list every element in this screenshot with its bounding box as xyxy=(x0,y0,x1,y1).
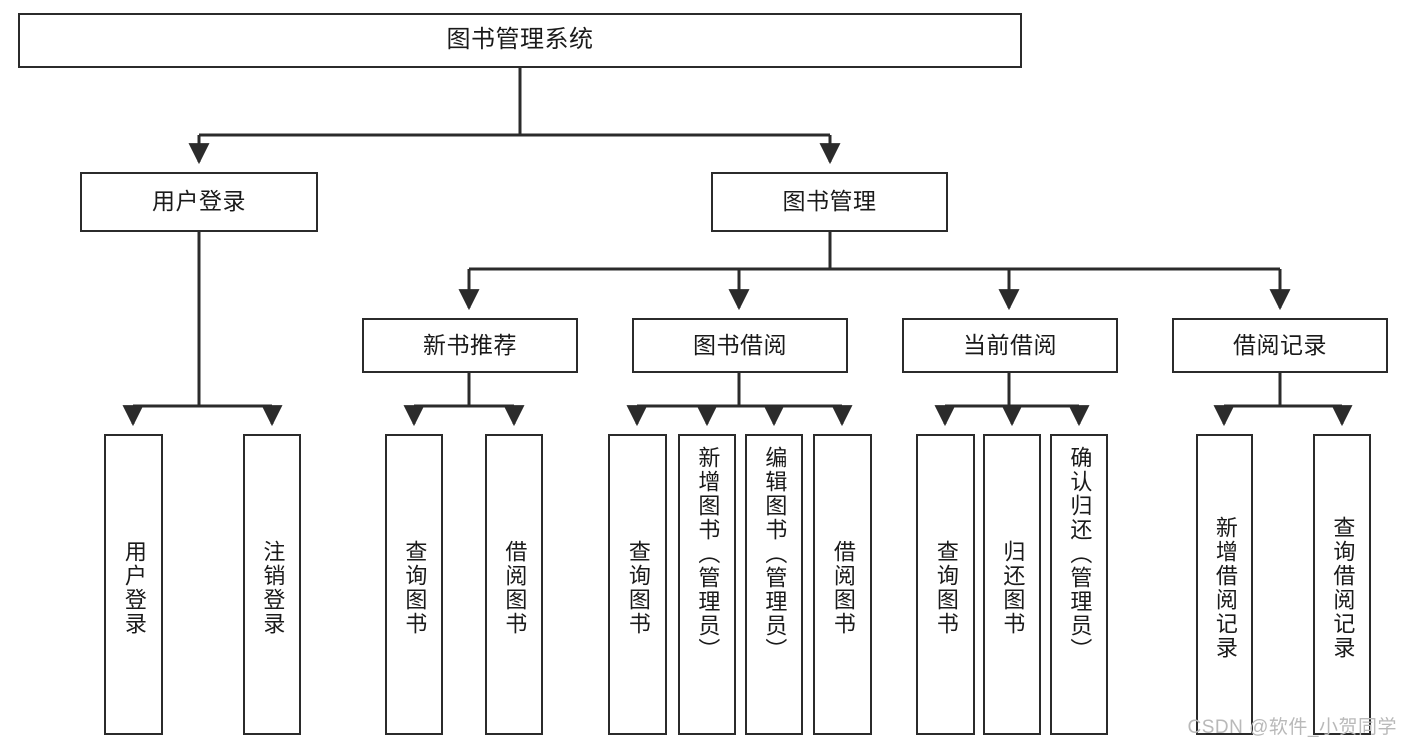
leaf-borrow-book-label: 借阅图书 xyxy=(830,539,856,636)
leaf-query-book-borrow[interactable]: 查询图书 xyxy=(608,434,667,735)
node-root[interactable]: 图书管理系统 xyxy=(18,13,1022,68)
leaf-query-book-current-label: 查询图书 xyxy=(933,539,959,636)
leaf-return-book-label: 归还图书 xyxy=(1000,539,1026,636)
node-current-borrow-label: 当前借阅 xyxy=(963,331,1057,358)
leaf-borrow-book-rec-label: 借阅图书 xyxy=(502,539,528,636)
leaf-user-login-label: 用户登录 xyxy=(121,539,147,636)
leaf-borrow-book-rec[interactable]: 借阅图书 xyxy=(485,434,543,735)
leaf-edit-book-admin-label: 编辑图书（管理员） xyxy=(762,446,788,662)
leaf-add-book-admin-label: 新增图书（管理员） xyxy=(695,446,721,662)
node-user-login-label: 用户登录 xyxy=(152,188,246,215)
node-current-borrow[interactable]: 当前借阅 xyxy=(902,318,1118,373)
leaf-add-borrow-record-label: 新增借阅记录 xyxy=(1212,515,1238,660)
leaf-return-book[interactable]: 归还图书 xyxy=(983,434,1041,735)
node-book-borrow[interactable]: 图书借阅 xyxy=(632,318,848,373)
node-root-label: 图书管理系统 xyxy=(446,26,594,54)
node-book-manage[interactable]: 图书管理 xyxy=(711,172,948,232)
leaf-query-book-rec-label: 查询图书 xyxy=(402,539,428,636)
leaf-logout[interactable]: 注销登录 xyxy=(243,434,301,735)
leaf-add-borrow-record[interactable]: 新增借阅记录 xyxy=(1196,434,1253,735)
leaf-query-book-current[interactable]: 查询图书 xyxy=(916,434,975,735)
leaf-edit-book-admin[interactable]: 编辑图书（管理员） xyxy=(745,434,803,735)
leaf-query-borrow-record[interactable]: 查询借阅记录 xyxy=(1313,434,1371,735)
node-new-book-rec-label: 新书推荐 xyxy=(423,331,517,358)
leaf-query-book-rec[interactable]: 查询图书 xyxy=(385,434,443,735)
leaf-user-login[interactable]: 用户登录 xyxy=(104,434,163,735)
node-book-manage-label: 图书管理 xyxy=(782,188,877,215)
csdn-watermark: CSDN @软件_小贺同学 xyxy=(1187,717,1397,738)
leaf-confirm-return-admin[interactable]: 确认归还（管理员） xyxy=(1050,434,1108,735)
leaf-query-book-borrow-label: 查询图书 xyxy=(625,539,651,636)
node-user-login[interactable]: 用户登录 xyxy=(80,172,318,232)
node-book-borrow-label: 图书借阅 xyxy=(693,331,787,358)
leaf-confirm-return-admin-label: 确认归还（管理员） xyxy=(1067,446,1093,662)
leaf-borrow-book[interactable]: 借阅图书 xyxy=(813,434,872,735)
leaf-query-borrow-record-label: 查询借阅记录 xyxy=(1330,515,1356,660)
leaf-add-book-admin[interactable]: 新增图书（管理员） xyxy=(678,434,736,735)
node-new-book-rec[interactable]: 新书推荐 xyxy=(362,318,578,373)
leaf-logout-label: 注销登录 xyxy=(260,539,286,636)
node-borrow-record-label: 借阅记录 xyxy=(1233,331,1327,358)
node-borrow-record[interactable]: 借阅记录 xyxy=(1172,318,1388,373)
